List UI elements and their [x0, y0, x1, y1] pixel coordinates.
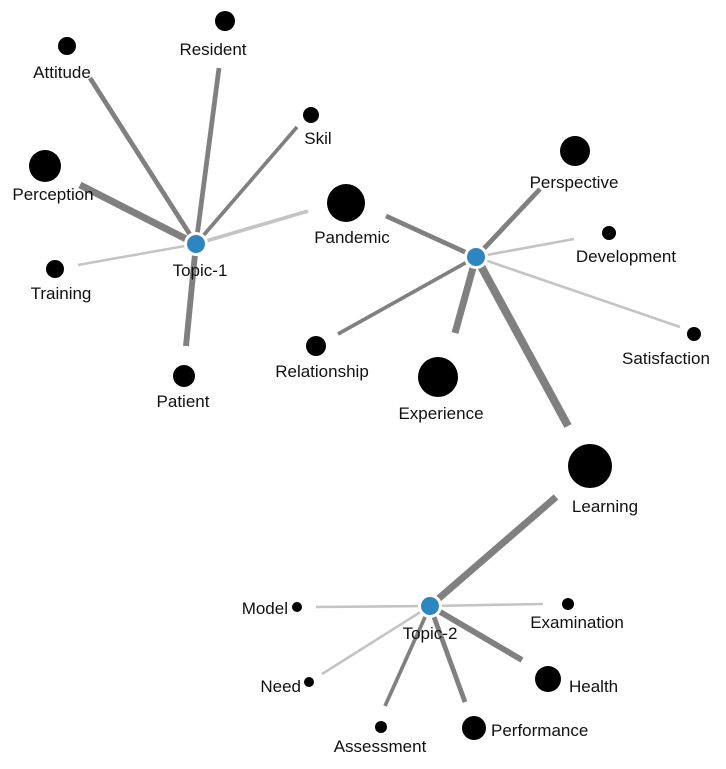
- edge-t2-learning: [472, 255, 572, 428]
- term-node-patient: [173, 365, 195, 387]
- edge-t2-perspective: [474, 187, 542, 259]
- term-label-assessment: Assessment: [334, 737, 427, 756]
- term-node-performance: [462, 716, 486, 740]
- term-label-resident: Resident: [179, 40, 246, 59]
- edge-t1-patient: [183, 243, 199, 347]
- term-label-experience: Experience: [398, 404, 483, 423]
- topic-node-t3: [421, 597, 439, 615]
- term-label-learning: Learning: [572, 497, 638, 516]
- topic-label-t1: Topic-1: [173, 261, 228, 280]
- term-node-assessment: [375, 721, 387, 733]
- edge-t1-skil: [194, 125, 299, 246]
- term-label-training: Training: [31, 284, 92, 303]
- topic-label-t3: Topic-2: [403, 624, 458, 643]
- edge-t3-performance: [427, 605, 468, 703]
- edge-t1-attitude: [87, 76, 199, 246]
- term-node-resident: [215, 11, 235, 31]
- term-node-learning: [568, 444, 612, 488]
- term-node-experience: [418, 357, 458, 397]
- edge-t2-satisfaction: [475, 255, 681, 329]
- term-node-need: [304, 677, 314, 687]
- term-node-attitude: [58, 37, 76, 55]
- edge-t1-perception: [78, 181, 198, 248]
- edge-t3-model: [315, 604, 431, 609]
- nodes-layer: [29, 11, 701, 740]
- term-node-perspective: [560, 136, 590, 166]
- edge-t3-need: [321, 604, 431, 676]
- edge-t2-development: [475, 237, 575, 259]
- term-node-training: [46, 260, 64, 278]
- term-label-model: Model: [242, 599, 288, 618]
- edge-t2-experience: [451, 256, 480, 334]
- term-label-pandemic: Pandemic: [314, 228, 390, 247]
- edge-t2-relationship: [337, 255, 477, 336]
- term-node-pandemic: [327, 184, 365, 222]
- term-label-perspective: Perspective: [530, 173, 619, 192]
- term-label-performance: Performance: [491, 721, 588, 740]
- term-label-attitude: Attitude: [33, 63, 91, 82]
- term-node-model: [292, 602, 302, 612]
- term-label-relationship: Relationship: [275, 362, 369, 381]
- edge-t2-pandemic: [385, 213, 477, 260]
- term-node-satisfaction: [687, 327, 701, 341]
- edge-t3-health: [428, 603, 524, 663]
- edge-t1-pandemic: [195, 209, 309, 246]
- edge-t3-learning: [427, 494, 559, 609]
- edge-t1-resident: [193, 67, 222, 245]
- term-node-examination: [562, 598, 574, 610]
- topic-node-t1: [187, 235, 205, 253]
- edge-t3-assessment: [383, 605, 432, 707]
- term-node-development: [602, 226, 616, 240]
- term-label-satisfaction: Satisfaction: [622, 349, 710, 368]
- term-label-examination: Examination: [530, 613, 624, 632]
- term-label-patient: Patient: [157, 392, 210, 411]
- term-label-development: Development: [576, 247, 676, 266]
- term-label-perception: Perception: [12, 185, 93, 204]
- term-label-need: Need: [260, 677, 301, 696]
- labels-layer: Attitude ResidentSkilPerceptionPandemicTr…: [12, 40, 710, 756]
- term-node-relationship: [306, 336, 326, 356]
- term-node-perception: [29, 150, 61, 182]
- term-node-skil: [303, 107, 319, 123]
- topic-node-t2: [467, 248, 485, 266]
- edge-t1-training: [77, 242, 197, 267]
- edges-layer: [77, 67, 681, 707]
- term-label-health: Health: [569, 677, 618, 696]
- term-node-health: [535, 666, 561, 692]
- edge-t3-examination: [429, 602, 544, 608]
- term-label-skil: Skil: [304, 129, 331, 148]
